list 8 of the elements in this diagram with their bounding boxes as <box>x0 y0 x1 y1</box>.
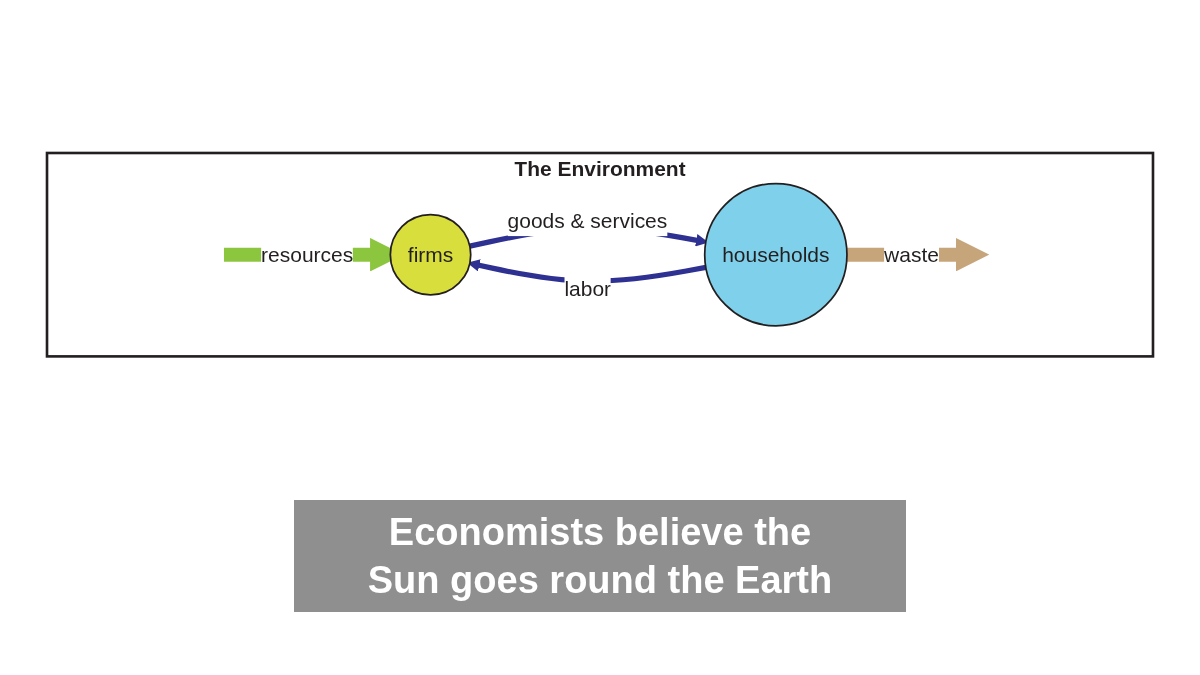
caption: Economists believe the Sun goes round the Earth <box>294 500 906 612</box>
edge-label: resources <box>261 242 354 267</box>
edge-label: labor <box>564 277 612 301</box>
node-circle: firms <box>389 213 472 297</box>
edge-label: goods & services <box>507 208 668 233</box>
arrow <box>846 238 990 272</box>
node-circle: households <box>703 183 848 327</box>
edge-label: waste <box>884 242 939 267</box>
